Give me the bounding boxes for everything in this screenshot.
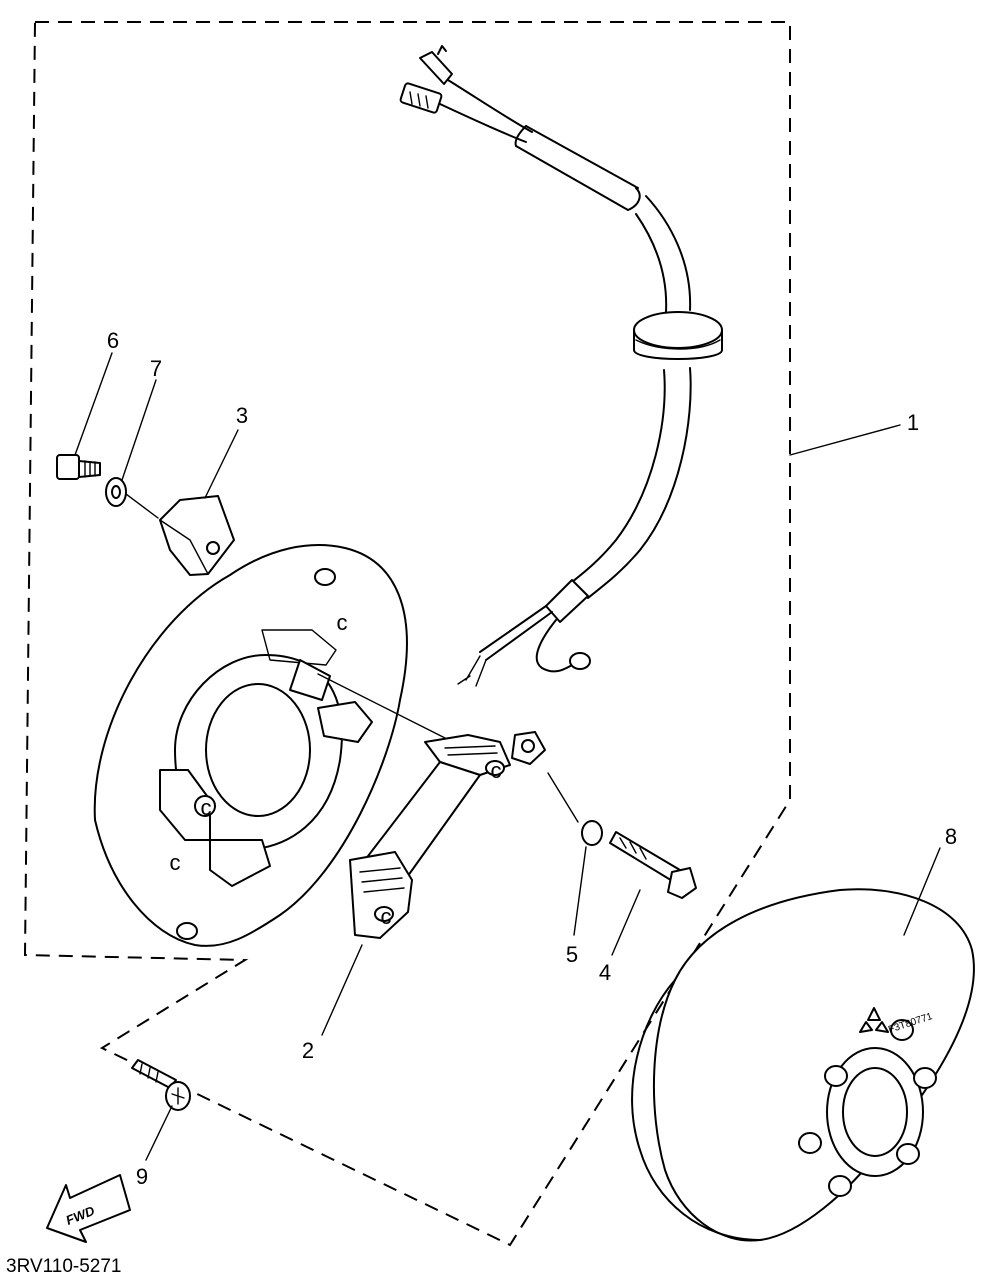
fwd-arrow: FWD bbox=[46, 1174, 131, 1243]
callout-7: 7 bbox=[150, 356, 162, 381]
callout-6: 6 bbox=[107, 328, 119, 353]
phillips-screw bbox=[131, 1059, 191, 1111]
callout-1: 1 bbox=[907, 410, 919, 435]
callout-4: 4 bbox=[599, 960, 611, 985]
pickup-coil bbox=[349, 734, 511, 939]
assembly-boundary bbox=[23, 21, 791, 1247]
small-bolt bbox=[56, 454, 127, 507]
flywheel-rotor bbox=[631, 888, 975, 1242]
callout-2: 2 bbox=[302, 1038, 314, 1063]
bracket bbox=[125, 493, 235, 576]
stator-mark: c bbox=[201, 795, 212, 820]
maker-logo bbox=[859, 1007, 889, 1033]
wire-harness bbox=[399, 45, 723, 687]
callout-5: 5 bbox=[566, 942, 578, 967]
leader-lines bbox=[74, 352, 941, 1161]
callout-3: 3 bbox=[236, 403, 248, 428]
stator-plate bbox=[93, 544, 446, 947]
callout-9: 9 bbox=[136, 1164, 148, 1189]
callout-8: 8 bbox=[945, 824, 957, 849]
nut-washer-bolt bbox=[511, 731, 697, 899]
stator-mark: c bbox=[337, 610, 348, 635]
stator-mark: c bbox=[170, 850, 181, 875]
stator-mark: c bbox=[381, 904, 392, 929]
stator-mark: c bbox=[491, 758, 502, 783]
drawing-code: 3RV110-5271 bbox=[6, 1256, 122, 1277]
